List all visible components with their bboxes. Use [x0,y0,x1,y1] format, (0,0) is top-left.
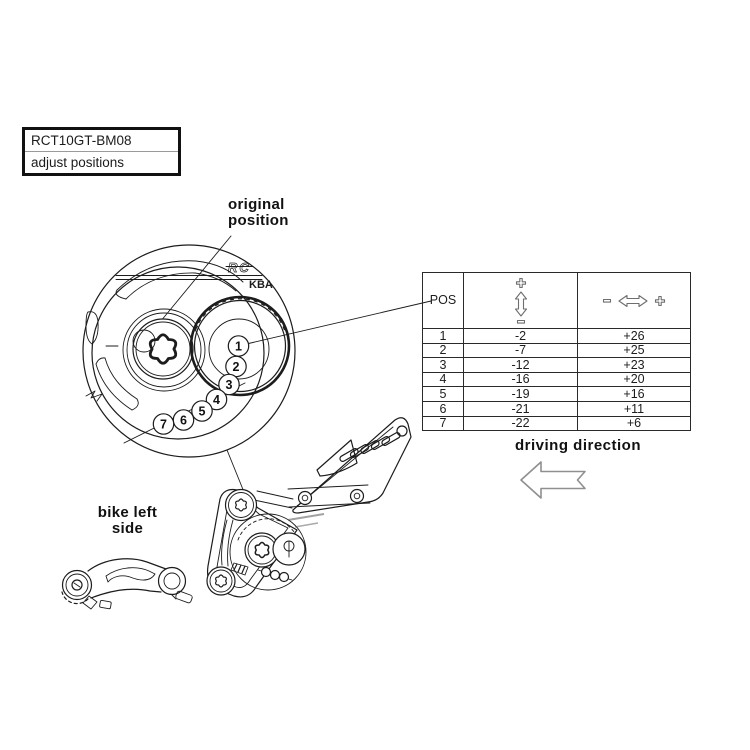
position-number-3: 3 [226,378,233,392]
table-row: 3 -12 +23 [422,357,691,373]
position-number-1: 1 [235,340,242,354]
part-subtitle: adjust positions [31,155,125,170]
table-header-horizontal-adjust [577,272,691,329]
table-row: 6 -21 +11 [422,400,691,417]
original-position-label: original position [228,196,289,229]
minus-icon [602,298,612,303]
strip-bolt-right [349,488,365,504]
brand-mark-rc: RC [228,260,251,275]
driving-direction-label: driving direction [514,437,641,454]
cell-pos: 1 [422,328,464,344]
position-number-5: 5 [199,405,206,419]
table-row: 5 -19 +16 [422,386,691,402]
heel-plate-hole [396,425,408,437]
cell-horizontal: +26 [577,328,691,344]
torx-bolt [132,318,194,380]
minus-icon [516,319,525,324]
detail-bubble: RC KBA 1 2 3 4 5 6 7 [82,244,296,458]
cell-vertical: -19 [463,386,578,402]
original-position-indicator [132,329,156,353]
bike-left-side-label: bike left side [97,504,158,537]
cell-horizontal: +20 [577,371,691,388]
table-header-vertical-adjust [463,272,578,329]
bracket-bolt-bottom [206,566,236,596]
position-marker-5 [191,400,213,422]
position-marker-4 [205,388,228,411]
up-down-arrow-icon [514,290,527,317]
bracket-bolt-top [224,488,258,522]
plus-icon [654,295,666,306]
cell-vertical: -2 [463,328,578,344]
shift-lever-drawing [61,558,193,610]
table-row: 7 -22 +6 [422,415,691,432]
rearset-drawing [206,417,412,598]
kba-mark: KBA [249,279,273,291]
position-marker-7 [152,413,175,435]
table-header-pos: POS [422,272,464,329]
table-row: 4 -16 +20 [422,371,691,388]
part-number: RCT10GT-BM08 [25,130,178,152]
cell-pos: 4 [422,371,464,388]
cell-horizontal: +25 [577,342,691,359]
cell-horizontal: +16 [577,386,691,402]
position-number-6: 6 [180,414,187,428]
left-right-arrow-icon [618,294,648,307]
position-number-2: 2 [233,360,240,374]
housing-outline [91,266,265,440]
cell-vertical: -12 [463,357,578,373]
leader-line-original-position [150,235,232,334]
table-header-row: POS [422,272,691,329]
heel-plate-cutout [316,439,358,477]
adjust-positions-table: POS [422,272,691,432]
lever-clamp-bolt [71,579,83,591]
cell-pos: 7 [422,415,464,432]
connector-line-bubble-to-rearset [226,449,245,493]
strip-bolt-left [297,490,313,506]
plus-icon [515,277,526,288]
cell-horizontal: +11 [577,400,691,417]
cell-vertical: -21 [463,400,578,417]
cell-pos: 2 [422,342,464,359]
heel-plate [292,417,412,514]
cell-horizontal: +23 [577,357,691,373]
cell-vertical: -7 [463,342,578,359]
lever-tip [175,590,193,604]
small-brand-scribble [85,390,103,402]
clamp-dashed-arc [61,591,89,605]
cell-horizontal: +6 [577,415,691,432]
heel-plate-slots [339,432,401,463]
position-number-4: 4 [213,393,220,407]
cell-vertical: -22 [463,415,578,432]
position-number-7: 7 [160,418,167,432]
lever-eye-ring [157,566,187,596]
driving-direction-arrow-icon [520,461,586,499]
position-markers: 1 2 3 4 5 6 7 [152,335,250,435]
part-title-box: RCT10GT-BM08 adjust positions [22,127,181,176]
cell-pos: 3 [422,357,464,373]
cell-pos: 6 [422,400,464,417]
knurled-wedge [230,562,249,576]
cell-vertical: -16 [463,371,578,388]
table-row: 2 -7 +25 [422,342,691,359]
detail-bubble-circle [82,244,296,458]
position-marker-3 [218,373,240,396]
eccentric-ring-outer [189,295,291,397]
table-row: 1 -2 +26 [422,328,691,344]
leader-line-position1-to-table [248,300,432,344]
mechanism-body [229,513,307,591]
tiny-logo-mark [287,513,325,521]
cell-pos: 5 [422,386,464,402]
knurling-ticks [195,298,285,331]
